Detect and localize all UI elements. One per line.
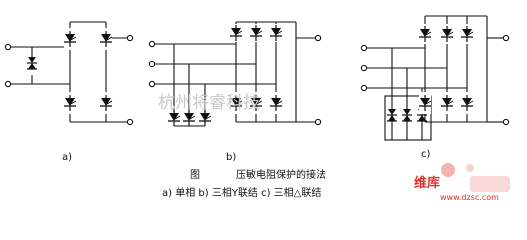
terminal-a-out2: [126, 118, 134, 126]
terminal-b-out1: [314, 34, 322, 42]
label-c: c): [421, 149, 430, 160]
diagram-canvas: 杭州将睿科技 a) b) c) 图 压敏电阻保护的接法 a) 单相 b) 三相Y…: [4, 15, 510, 202]
terminal-b-in3: [148, 80, 156, 88]
figure-prefix: 图: [190, 169, 200, 181]
terminal-b-in1: [148, 40, 156, 48]
logo-badge: [470, 176, 510, 192]
terminal-c-in3: [360, 84, 368, 92]
thyristors-b: [229, 24, 283, 114]
figure-legend: a) 单相 b) 三相Y联结 c) 三相△联结: [162, 186, 321, 199]
logo-ball-icon: [441, 163, 455, 177]
varistor-a: [26, 56, 38, 75]
thyristors-c: [418, 24, 474, 114]
watermark-logo: 维库 www.dzsc.com: [414, 163, 510, 202]
logo-text: 维库: [414, 175, 440, 191]
terminal-c-in2: [360, 64, 368, 72]
watermark-text: 杭州将睿科技: [158, 93, 260, 113]
logo-url: www.dzsc.com: [440, 193, 499, 202]
terminal-b-in2: [148, 60, 156, 68]
label-a: a): [62, 152, 72, 163]
terminal-a-in1: [4, 43, 12, 51]
label-b: b): [226, 152, 236, 163]
circuit-a: [4, 21, 134, 126]
circuit-c: [360, 15, 510, 141]
terminal-c-in1: [360, 44, 368, 52]
circuit-diagram: 杭州将睿科技 a) b) c) 图 压敏电阻保护的接法 a) 单相 b) 三相Y…: [4, 15, 510, 202]
figure-title: 压敏电阻保护的接法: [236, 168, 326, 181]
terminal-a-in2: [4, 80, 12, 88]
terminal-c-out1: [502, 34, 510, 42]
logo-dot-icon: [466, 164, 474, 172]
terminal-b-out2: [314, 118, 322, 126]
thyristors-a: [63, 28, 113, 114]
terminal-a-out1: [126, 34, 134, 42]
terminal-c-out2: [502, 118, 510, 126]
